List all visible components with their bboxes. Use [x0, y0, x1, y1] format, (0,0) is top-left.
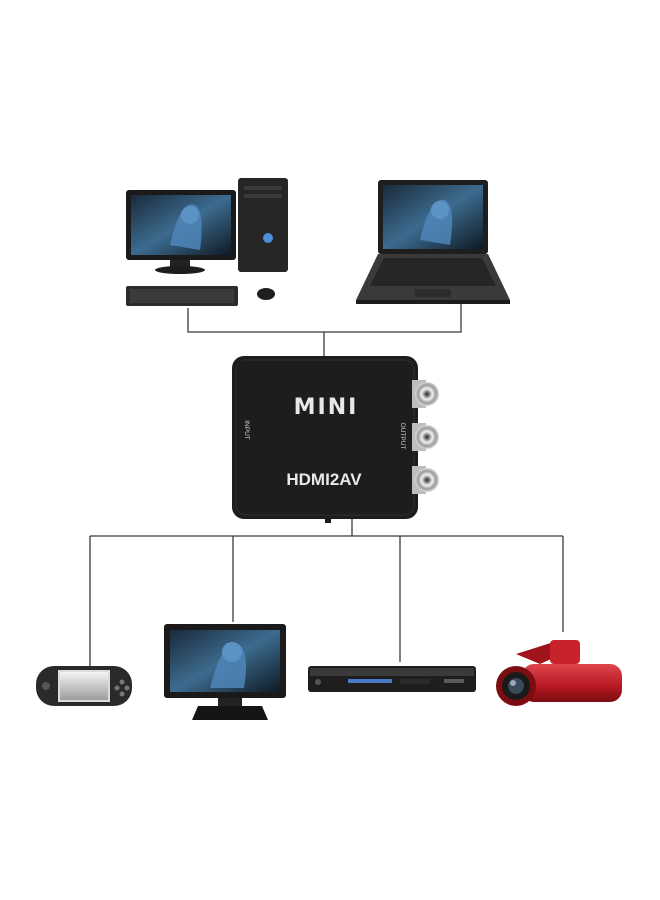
- handheld-game-console-icon: [36, 666, 132, 706]
- desktop-computer-icon: [126, 178, 288, 306]
- connection-wires: [89, 303, 564, 668]
- converter-input-label: INPUT: [243, 420, 250, 440]
- dvd-player-icon: [308, 666, 476, 692]
- converter-brand-label: MINI: [294, 395, 359, 420]
- crt-television-icon: [164, 624, 286, 720]
- camcorder-icon: [496, 640, 622, 706]
- wire-desktop: [187, 308, 324, 333]
- rca-port-icon: [412, 423, 439, 451]
- converter-model-label: HDMI2AV: [286, 470, 362, 489]
- rca-port-icon: [412, 466, 439, 494]
- hdmi2av-converter-box: MINI HDMI2AV INPUT OUTPUT: [232, 356, 439, 523]
- rca-port-icon: [412, 380, 439, 408]
- converter-output-label: OUTPUT: [399, 423, 406, 450]
- laptop-icon: [356, 180, 510, 304]
- wire-laptop: [324, 303, 462, 333]
